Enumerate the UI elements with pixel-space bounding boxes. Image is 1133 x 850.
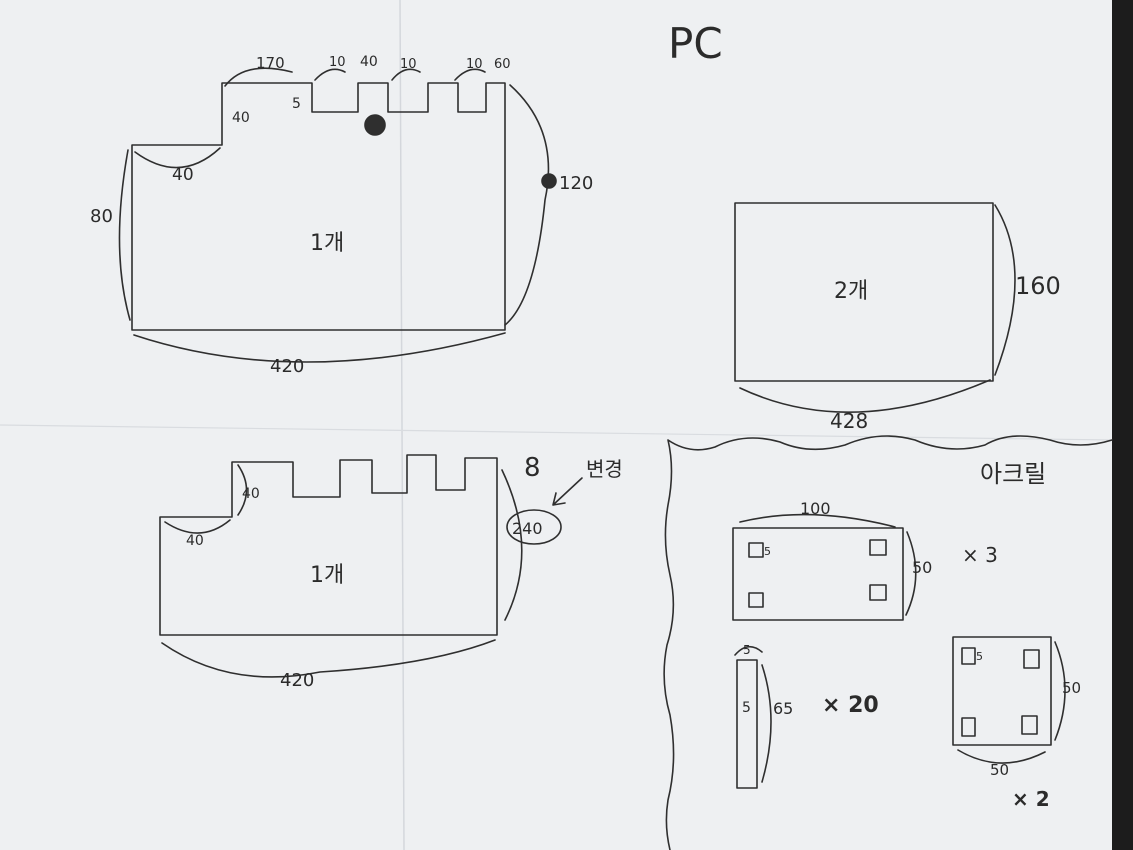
dim-label: 160 [1015, 272, 1061, 300]
dim-label: 10 [466, 57, 483, 72]
dim-label: 80 [90, 206, 113, 227]
note-mark: 8 [524, 453, 541, 483]
dim-arc [957, 749, 1046, 764]
dim-label: 5 [976, 650, 983, 663]
arrow-to-circle [552, 477, 583, 506]
dim-arc [501, 469, 523, 621]
dim-label: 60 [494, 57, 511, 72]
part-count: 1개 [310, 563, 344, 588]
page-title: PC [668, 19, 723, 68]
part-outline-top-right [734, 202, 994, 382]
hole [869, 539, 887, 556]
fold-line [399, 0, 405, 850]
section-label: 아크릴 [980, 460, 1046, 488]
dim-arc [739, 513, 896, 528]
dim-label: 40 [186, 533, 204, 549]
hole [1021, 715, 1038, 735]
part-count: 1개 [310, 231, 344, 256]
quantity: × 3 [962, 543, 998, 567]
acrylic-plate-a [732, 527, 904, 621]
hole [748, 592, 764, 608]
dim-arc [133, 332, 506, 363]
dim-label: 10 [400, 57, 417, 72]
dim-arc [134, 147, 221, 169]
dim-arc [314, 68, 346, 81]
ink-blob [541, 173, 557, 189]
dim-label: 50 [912, 558, 932, 577]
hole [869, 584, 887, 601]
dim-arc [761, 664, 772, 783]
acrylic-strip [736, 659, 758, 789]
dim-arc [994, 204, 1016, 376]
dim-label: 40 [232, 110, 250, 126]
note-text: 변경 [586, 457, 623, 481]
dim-label: 40 [172, 165, 194, 185]
dim-arc [118, 149, 131, 321]
part-outline-top-left [131, 82, 506, 331]
hole [1023, 649, 1040, 669]
dim-label: 10 [329, 55, 346, 70]
acrylic-plate-b [952, 636, 1052, 746]
hole [961, 717, 976, 737]
dim-arc [905, 531, 917, 616]
hole [748, 542, 764, 558]
circled-dimension [506, 509, 562, 545]
hole [961, 647, 976, 665]
dim-arc [164, 519, 231, 534]
part-outline-bottom-left [159, 454, 498, 636]
dim-label: 65 [773, 699, 793, 718]
dim-label: 100 [800, 499, 831, 518]
section-divider [663, 435, 1113, 850]
dim-label: 5 [764, 545, 771, 558]
dim-label: 120 [559, 173, 593, 194]
dim-arc [1054, 641, 1066, 741]
dim-label: 428 [830, 409, 868, 433]
dim-label: 420 [270, 356, 304, 377]
part-count: 2개 [834, 279, 868, 304]
fold-line [0, 424, 1113, 441]
quantity: × 20 [822, 693, 879, 718]
dim-label: 170 [256, 54, 285, 72]
dim-arc [237, 464, 248, 516]
dim-label: 40 [242, 486, 260, 502]
dim-arc [504, 84, 550, 326]
ink-blob [364, 114, 386, 136]
dim-label: 5 [743, 643, 751, 657]
dim-arc [734, 645, 763, 656]
dim-arc [224, 67, 293, 87]
dim-arc [739, 379, 991, 413]
dim-label: 5 [292, 96, 301, 112]
dim-label: 50 [1062, 679, 1081, 697]
dim-label: 5 [742, 700, 751, 716]
quantity: × 2 [1012, 787, 1050, 811]
dim-label: 40 [360, 54, 378, 70]
dim-label: 420 [280, 670, 314, 691]
dim-arc [391, 68, 421, 81]
dim-label: 240 [512, 519, 543, 538]
dim-arc [161, 639, 496, 678]
dim-arc [454, 68, 486, 81]
dim-label: 50 [990, 761, 1009, 779]
